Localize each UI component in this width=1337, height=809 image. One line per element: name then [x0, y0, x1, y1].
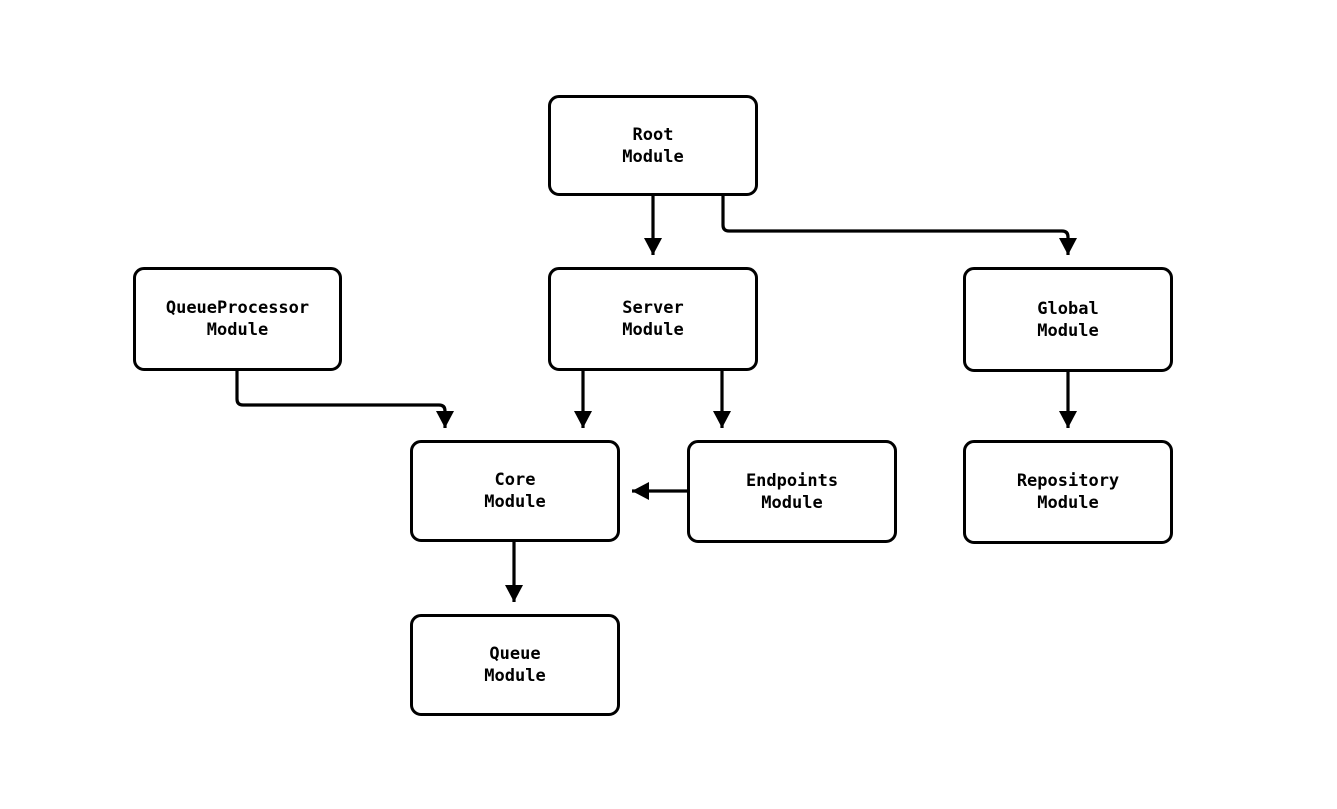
- node-queueprocessor-module[interactable]: QueueProcessor Module: [133, 267, 342, 371]
- node-repository-module[interactable]: Repository Module: [963, 440, 1173, 544]
- node-queue-module[interactable]: Queue Module: [410, 614, 620, 716]
- edge-endpoints-to-core: [632, 482, 687, 500]
- edge-queueprocessor-to-core: [235, 371, 454, 428]
- node-label: Root Module: [622, 124, 684, 167]
- edge-root-to-global: [721, 196, 1077, 255]
- node-label: Repository Module: [1016, 471, 1120, 513]
- node-label: Global Module: [1037, 298, 1099, 341]
- node-global-module[interactable]: Global Module: [963, 267, 1173, 372]
- node-label: Endpoints Module: [745, 470, 839, 513]
- node-root-module[interactable]: Root Module: [548, 95, 758, 196]
- node-core-module[interactable]: Core Module: [410, 440, 620, 542]
- edge-server-to-core: [574, 371, 592, 428]
- node-label: Server Module: [622, 298, 684, 340]
- edge-server-to-endpoints: [713, 371, 731, 428]
- edge-global-to-repository: [1059, 372, 1077, 428]
- node-label: QueueProcessor Module: [165, 298, 310, 340]
- edge-root-to-server: [644, 196, 662, 255]
- edge-core-to-queue: [505, 542, 523, 602]
- node-endpoints-module[interactable]: Endpoints Module: [687, 440, 897, 543]
- node-server-module[interactable]: Server Module: [548, 267, 758, 371]
- node-label: Queue Module: [484, 644, 546, 686]
- node-label: Core Module: [484, 470, 546, 512]
